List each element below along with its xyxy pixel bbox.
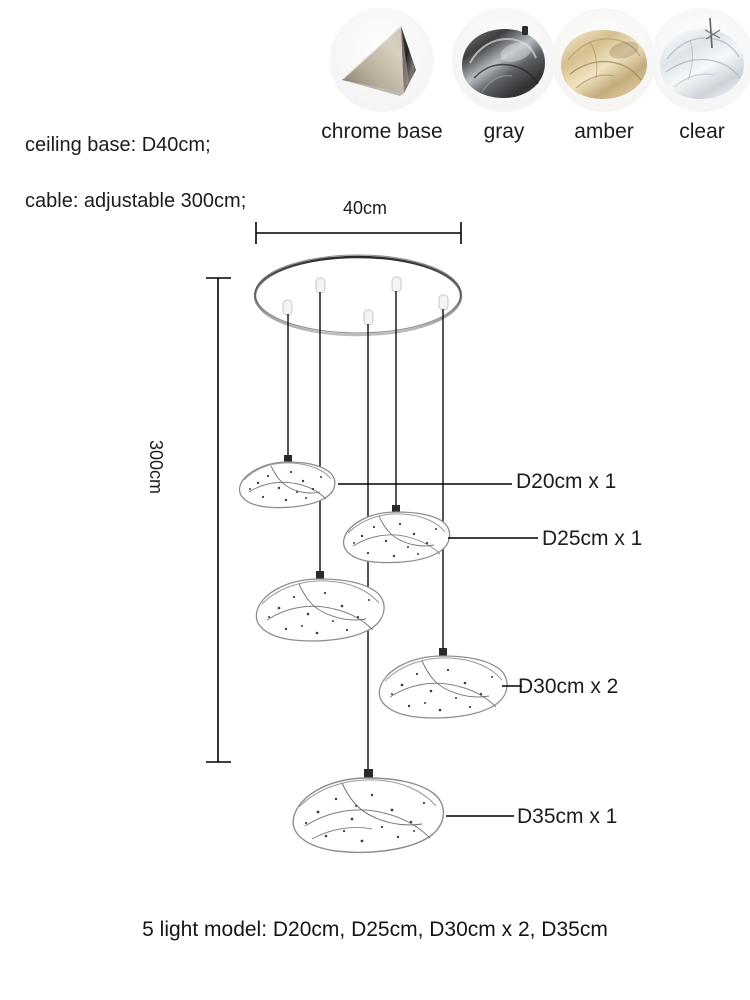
swatch-clear[interactable]: clear xyxy=(650,8,750,143)
width-dimension-line xyxy=(255,222,462,244)
drop-dimension-line xyxy=(206,277,231,763)
amber-glass-blob-icon xyxy=(552,8,656,112)
swatch-gray-label: gray xyxy=(483,120,525,143)
shade-d20[interactable] xyxy=(238,455,336,509)
chrome-cone-icon xyxy=(330,8,434,112)
swatch-chrome-base[interactable]: chrome base xyxy=(321,8,443,143)
callout-label-d25: D25cm x 1 xyxy=(542,527,643,550)
gray-glass-blob-icon xyxy=(452,8,556,112)
swatch-amber-image xyxy=(552,8,656,112)
spec-cable-length: cable: adjustable 300cm; xyxy=(25,190,247,212)
swatch-clear-image xyxy=(650,8,750,112)
swatch-clear-label: clear xyxy=(679,120,725,143)
shade-d30-upper[interactable] xyxy=(255,571,385,642)
callout-leader-lines xyxy=(338,483,538,817)
swatch-gray[interactable]: gray xyxy=(452,8,556,143)
clear-glass-blob-icon xyxy=(650,8,750,112)
callout-label-d35: D35cm x 1 xyxy=(517,805,618,828)
drop-dimension-label: 300cm xyxy=(146,440,166,495)
spec-ceiling-base: ceiling base: D40cm; xyxy=(25,134,211,156)
swatch-chrome-base-image xyxy=(330,8,434,112)
shade-d25[interactable] xyxy=(342,505,451,564)
callout-label-d30: D30cm x 2 xyxy=(518,675,619,698)
width-dimension-label: 40cm xyxy=(343,198,388,218)
model-caption: 5 light model: D20cm, D25cm, D30cm x 2, … xyxy=(142,918,608,941)
swatch-gray-image xyxy=(452,8,556,112)
material-swatch-strip: chrome base xyxy=(321,8,750,168)
shade-d30-lower[interactable] xyxy=(378,648,508,719)
swatch-chrome-base-label: chrome base xyxy=(321,120,443,143)
swatch-amber[interactable]: amber xyxy=(552,8,656,143)
callout-label-d20: D20cm x 1 xyxy=(516,470,617,493)
shade-d35[interactable] xyxy=(292,769,445,854)
ceiling-base-plate xyxy=(253,254,463,337)
swatch-amber-label: amber xyxy=(574,120,634,143)
